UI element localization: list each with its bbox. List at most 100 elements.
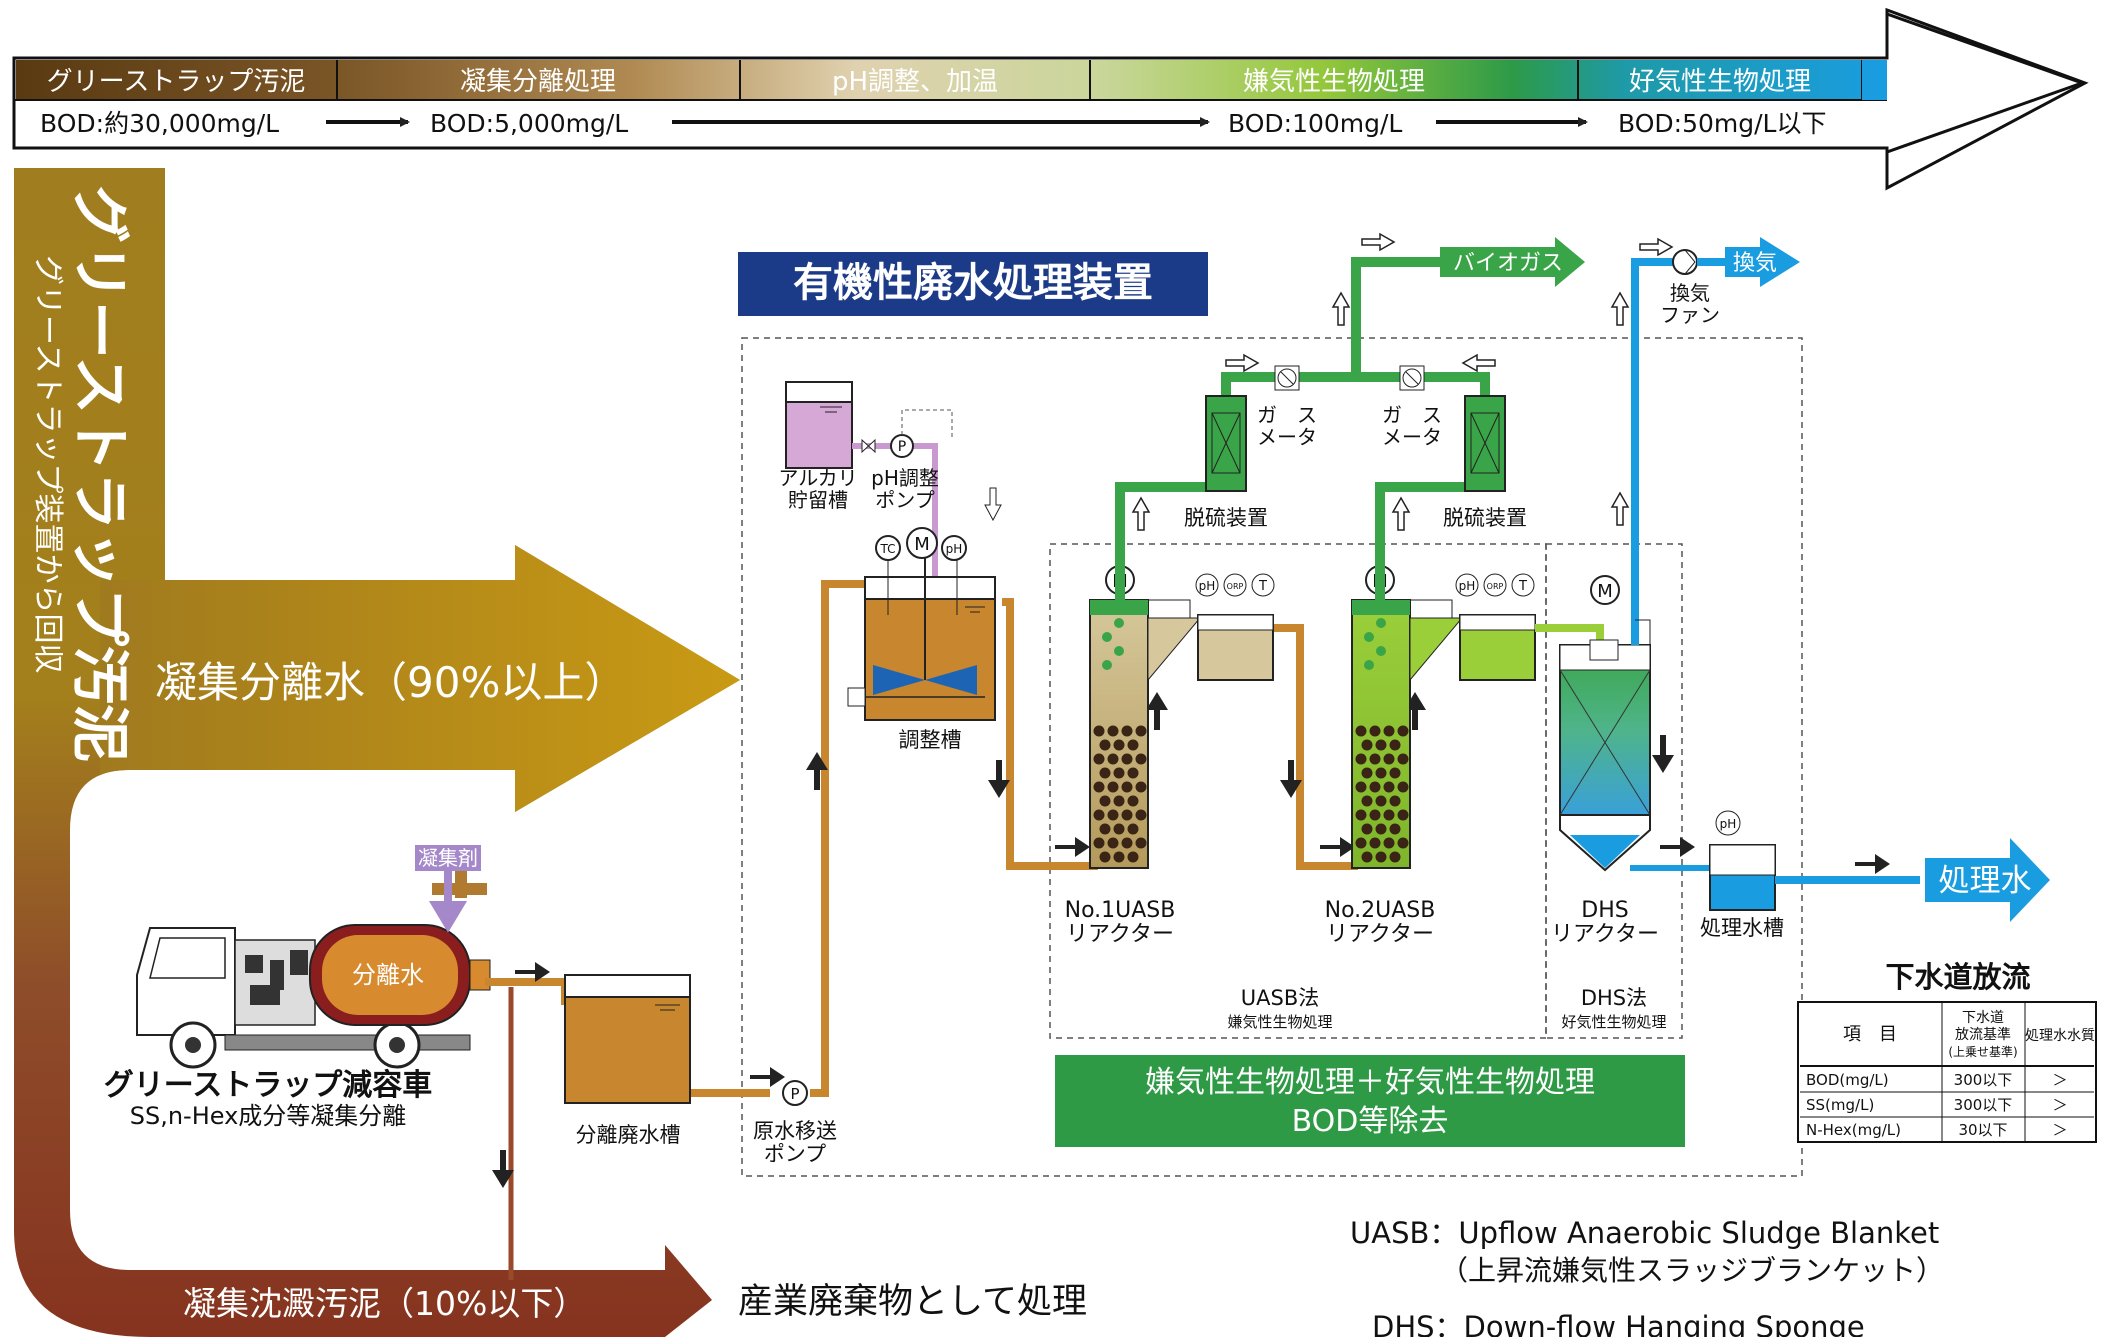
sludge-granule — [1113, 739, 1125, 751]
stage-label: 嫌気性生物処理 — [1243, 67, 1425, 97]
dhs-label: DHS — [1581, 898, 1628, 923]
left-subtitle: グリーストラップ装置から回収 — [30, 255, 65, 674]
sludge-granule — [1369, 837, 1381, 849]
gas-direction-arrows — [1131, 232, 1674, 531]
sewer-header: 項 目 — [1843, 1024, 1897, 1045]
gas-bubble — [1364, 660, 1374, 670]
uasb2-label: リアクター — [1326, 922, 1434, 947]
dhs-boundary — [1545, 543, 1683, 1039]
gas-meter-label: ガ ス — [1257, 403, 1317, 427]
sludge-granule — [1127, 851, 1139, 863]
sludge-granule — [1099, 795, 1111, 807]
gas-bubble — [1114, 618, 1124, 628]
truck: 分離水 — [136, 868, 491, 1069]
sludge-granule — [1107, 837, 1119, 849]
sludge-granule — [1113, 851, 1125, 863]
sewer-header: 下水道 — [1962, 1010, 2004, 1026]
stage-label: pH調整、加温 — [832, 67, 998, 97]
sludge-granule — [1107, 725, 1119, 737]
sludge-granule — [1121, 837, 1133, 849]
table-cell: ＞ — [2052, 1096, 2067, 1114]
flow-direction-arrows — [492, 692, 1890, 1188]
gas-bubble — [1114, 646, 1124, 656]
gas-bubble — [1376, 646, 1386, 656]
exhaust-label: 換気 — [1733, 251, 1777, 276]
sludge-granule — [1369, 781, 1381, 793]
orp-symbol: ORP — [1487, 582, 1504, 591]
alkali-label: アルカリ — [778, 466, 857, 490]
uasb1-label: リアクター — [1066, 922, 1174, 947]
sludge-granule — [1355, 809, 1367, 821]
truck-subtitle: SS,n-Hex成分等凝集分離 — [130, 1102, 407, 1130]
treated-water-label: 処理水 — [1939, 863, 2032, 899]
sludge-granule — [1383, 837, 1395, 849]
stage-label: 放流 — [1932, 67, 1984, 97]
sludge-granule — [1113, 823, 1125, 835]
truck-title: グリーストラップ減容車 — [104, 1068, 433, 1103]
sludge-granule — [1375, 739, 1387, 751]
sludge-granule — [1107, 781, 1119, 793]
sludge-granule — [1121, 753, 1133, 765]
temp-sensor-icon — [1251, 573, 1275, 597]
sludge-granule — [1389, 823, 1401, 835]
sludge-granule — [1361, 823, 1373, 835]
sludge-granule — [1099, 823, 1111, 835]
left-flow-arrows: グリーストラップ汚泥 グリーストラップ装置から回収 凝集分離水（90%以上） 凝… — [14, 168, 1087, 1337]
uasb-method-sub: 嫌気性生物処理 — [1227, 1013, 1332, 1031]
bod-label: BOD:50mg/L以下 — [1618, 109, 1826, 138]
sludge-granule — [1135, 725, 1147, 737]
sludge-granule — [1121, 725, 1133, 737]
treated-tank-label: 処理水槽 — [1700, 916, 1784, 940]
sludge-granule — [1375, 795, 1387, 807]
sludge-granule — [1389, 851, 1401, 863]
desulfurizer-label: 脱硫装置 — [1184, 506, 1268, 530]
stage-label: 好気性生物処理 — [1629, 67, 1811, 97]
motor-symbol: M — [1597, 581, 1613, 602]
valve-icon — [861, 438, 876, 454]
glossary-dhs: DHS：Down-flow Hanging Sponge — [1372, 1310, 1865, 1337]
sludge-granule — [1369, 809, 1381, 821]
table-cell: N-Hex(mg/L) — [1806, 1121, 1901, 1139]
sludge-granule — [1389, 795, 1401, 807]
sludge-granule — [1383, 809, 1395, 821]
tc-sensor-icon — [875, 535, 901, 561]
sludge-granule — [1355, 837, 1367, 849]
sludge-granule — [1397, 837, 1409, 849]
exhaust-pipe — [1631, 258, 1675, 645]
sludge-granule — [1093, 781, 1105, 793]
bod-label: BOD:5,000mg/L — [430, 109, 628, 138]
uasb1-label: No.1UASB — [1065, 898, 1176, 923]
sludge-granule — [1127, 767, 1139, 779]
sewer-header: 放流基準 — [1955, 1026, 2011, 1043]
combined-label: BOD等除去 — [1292, 1104, 1449, 1139]
sludge-granule — [1099, 767, 1111, 779]
gas-meter-label: ガ ス — [1382, 403, 1442, 427]
dhs-label: リアクター — [1551, 922, 1659, 947]
sludge-granule — [1135, 781, 1147, 793]
stage-label: グリーストラップ汚泥 — [47, 67, 306, 97]
industrial-waste-label: 産業廃棄物として処理 — [738, 1282, 1087, 1322]
sludge-granule — [1389, 739, 1401, 751]
adjustment-tank-label: 調整槽 — [899, 728, 962, 752]
ph-sensor-icon — [1715, 810, 1741, 836]
pump-symbol: P — [790, 1085, 799, 1103]
raw-water-pump-icon — [782, 1080, 808, 1106]
sludge-granule — [1127, 739, 1139, 751]
sludge-granule — [1397, 809, 1409, 821]
left-title: グリーストラップ汚泥 — [66, 185, 134, 762]
top-flow-banner: グリーストラップ汚泥 凝集分離処理 pH調整、加温 嫌気性生物処理 好気性生物処… — [12, 7, 2089, 191]
sludge-granule — [1135, 809, 1147, 821]
sludge-granule — [1099, 739, 1111, 751]
sludge-granule — [1361, 851, 1373, 863]
temp-sensor-icon — [1511, 573, 1535, 597]
sludge-granule — [1375, 767, 1387, 779]
sludge-granule — [1127, 795, 1139, 807]
coagulant-arrow — [428, 871, 468, 933]
table-cell: BOD(mg/L) — [1806, 1071, 1889, 1089]
table-cell: SS(mg/L) — [1806, 1096, 1874, 1114]
table-cell: ＞ — [2052, 1121, 2067, 1139]
exhaust-arrow — [1725, 237, 1800, 287]
alkali-label: 貯留槽 — [788, 488, 848, 512]
ph-pump-label: ポンプ — [875, 488, 934, 512]
gas-bubble — [1102, 632, 1112, 642]
